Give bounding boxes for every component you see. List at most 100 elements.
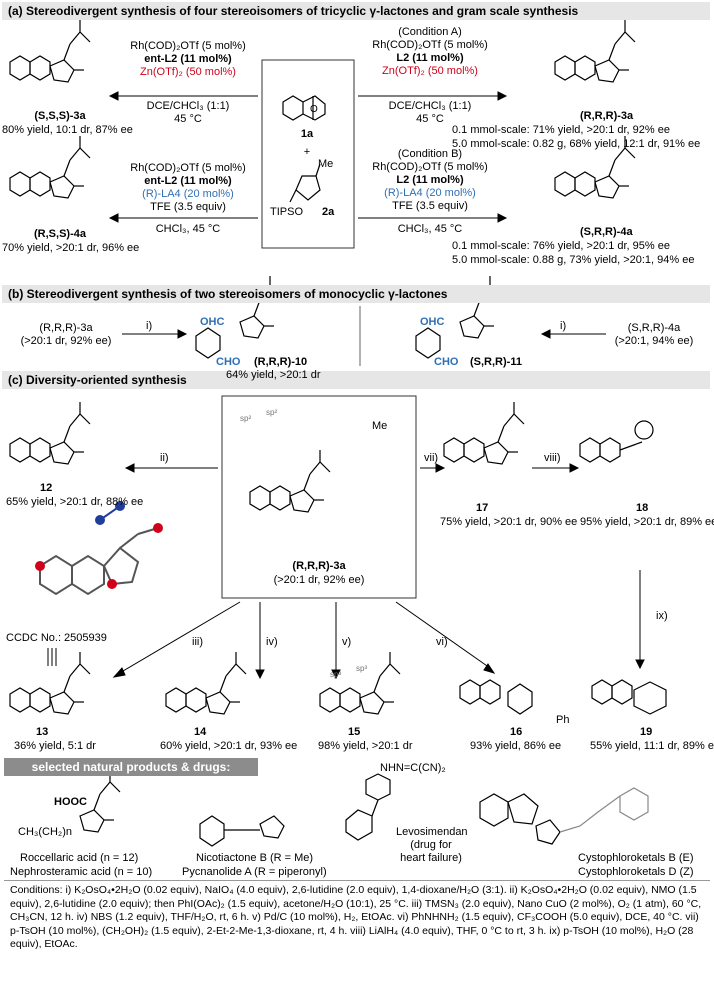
b-right-sm: (S,R,R)-4a (>20:1, 94% ee) (614, 322, 694, 347)
yield-srr-4a-1: 0.1 mmol-scale: 76% yield, >20:1 dr, 95%… (452, 240, 670, 252)
yield-12: 65% yield, >20:1 dr, 88% ee (6, 496, 144, 508)
natural-products-header: selected natural products & drugs: (4, 758, 258, 776)
reagent-ii: ii) (160, 452, 169, 464)
product-14-structure (165, 651, 247, 715)
yield-15: 98% yield, >20:1 dr (318, 740, 413, 752)
b-cho-10: CHO (216, 356, 241, 368)
cond-bottom-right-solvent: CHCl₃, 45 °C (397, 223, 463, 235)
starting-materials-box (261, 59, 355, 249)
plus-sign: + (303, 146, 311, 158)
label-11: (S,R,R)-11 (470, 356, 522, 368)
np-lev-top: NHN=C(CN)₂ (380, 762, 446, 774)
label-rrr-3a: (R,R,R)-3a (580, 110, 634, 122)
substrate-3a-structure (249, 449, 331, 513)
cond-bottom-right: (Condition B) Rh(COD)₂OTf (5 mol%) L2 (1… (372, 148, 488, 212)
np-hooc: HOOC (54, 796, 87, 808)
yield-19: 55% yield, 11:1 dr, 89% ee (590, 740, 714, 752)
yield-14: 60% yield, >20:1 dr, 93% ee (160, 740, 298, 752)
yield-18: 95% yield, >20:1 dr, 89% ee (580, 516, 714, 528)
product-16-structure (459, 679, 533, 715)
sp2-left: sp² (240, 414, 252, 423)
section-c-header: (c) Diversity-oriented synthesis (2, 371, 710, 389)
product-12-structure (9, 401, 91, 465)
product-3a-rrr-structure (554, 19, 636, 83)
label-rss-4a: (R,S,S)-4a (34, 228, 86, 240)
np-levosimendan: Levosimendan (drug for heart failure) (396, 826, 468, 864)
label-17: 17 (476, 502, 489, 514)
label-srr-4a: (S,R,R)-4a (580, 226, 633, 238)
np-chain: CH₃(CH₂)n (18, 826, 72, 838)
cond-bottom-left: Rh(COD)₂OTf (5 mol%) ent-L2 (11 mol%) (R… (130, 162, 246, 213)
yield-srr-4a-2: 5.0 mmol-scale: 0.88 g, 73% yield, >20:1… (452, 254, 695, 266)
b-reagent-left: i) (146, 320, 153, 332)
nicotiactone-structure (199, 815, 285, 847)
np-cystophloroketal-d: Cystophloroketals D (Z) (578, 866, 694, 878)
product-3a-sss-structure (9, 19, 91, 83)
reagent-viii: viii) (544, 452, 561, 464)
yield-sss-3a: 80% yield, 10:1 dr, 87% ee (2, 124, 133, 136)
yield-10: 64% yield, >20:1 dr (226, 369, 321, 381)
center-substrate-box (221, 395, 417, 599)
label-2a: 2a (322, 206, 335, 218)
sp2-right: sp² (266, 408, 278, 417)
yield-rss-4a: 70% yield, >20:1 dr, 96% ee (2, 242, 140, 254)
label-18: 18 (636, 502, 649, 514)
cystophloroketal-structure (479, 787, 649, 845)
label-me: Me (318, 158, 334, 170)
siloxyfuran-2a-icon (289, 163, 321, 203)
label-19: 19 (640, 726, 653, 738)
reagent-vi: vi) (436, 636, 448, 648)
yield-rrr-3a-1: 0.1 mmol-scale: 71% yield, >20:1 dr, 92%… (452, 124, 670, 136)
reagent-vii: vii) (424, 452, 439, 464)
equals-sign (47, 648, 57, 666)
product-18-structure (579, 420, 654, 463)
cond-top-left-solvent: DCE/CHCl₃ (1:1) 45 °C (146, 100, 230, 125)
center-3a-sub: (>20:1 dr, 92% ee) (273, 574, 365, 586)
reagent-iii: iii) (192, 636, 203, 648)
label-tipso: TIPSO (270, 206, 304, 218)
reagent-v: v) (342, 636, 352, 648)
yield-17: 75% yield, >20:1 dr, 90% ee (440, 516, 578, 528)
center-me: Me (372, 420, 388, 432)
svg-text:O: O (310, 104, 318, 115)
aldehyde-11-structure (415, 275, 501, 359)
section-a-header: (a) Stereodivergent synthesis of four st… (2, 2, 710, 20)
aldehyde-10-structure (195, 275, 281, 359)
label-14: 14 (194, 726, 207, 738)
sp3-left: sp³ (330, 670, 342, 679)
reagent-iv: iv) (266, 636, 278, 648)
product-17-structure (443, 401, 525, 465)
np-cystophloroketal-b: Cystophloroketals B (E) (578, 852, 694, 864)
label-sss-3a: (S,S,S)-3a (34, 110, 86, 122)
label-ph: Ph (556, 714, 570, 726)
ccdc-number: CCDC No.: 2505939 (6, 632, 107, 644)
label-10: (R,R,R)-10 (254, 356, 308, 368)
cond-top-left: Rh(COD)₂OTf (5 mol%) ent-L2 (11 mol%) Zn… (130, 40, 246, 78)
b-cho-11: CHO (434, 356, 459, 368)
b-ohc-10: OHC (200, 316, 225, 328)
np-nephrosteramic: Nephrosteramic acid (n = 10) (10, 866, 153, 878)
label-1a: 1a (300, 128, 314, 140)
sp3-right: sp³ (356, 664, 368, 673)
yield-rrr-3a-2: 5.0 mmol-scale: 0.82 g, 68% yield, 12:1 … (452, 138, 701, 150)
product-4a-rss-structure (9, 135, 91, 199)
label-13: 13 (36, 726, 49, 738)
cond-bottom-left-solvent: CHCl₃, 45 °C (155, 223, 221, 235)
b-ohc-11: OHC (420, 316, 445, 328)
np-pycnanolide: Pycnanolide A (R = piperonyl) (182, 866, 327, 878)
oxabenzonorbornadiene-1a-icon: O (282, 95, 326, 121)
reagent-ix: ix) (656, 610, 668, 622)
cond-top-right-solvent: DCE/CHCl₃ (1:1) 45 °C (388, 100, 472, 125)
cond-top-right: (Condition A) Rh(COD)₂OTf (5 mol%) L2 (1… (372, 26, 488, 77)
crystal-structure-image (35, 501, 163, 596)
label-15: 15 (348, 726, 361, 738)
product-13-structure (9, 651, 91, 715)
conditions-divider (4, 880, 710, 881)
label-16: 16 (510, 726, 523, 738)
levosimendan-structure (345, 773, 391, 841)
b-left-sm: (R,R,R)-3a (>20:1 dr, 92% ee) (20, 322, 112, 347)
yield-13: 36% yield, 5:1 dr (14, 740, 96, 752)
b-reagent-right: i) (560, 320, 567, 332)
